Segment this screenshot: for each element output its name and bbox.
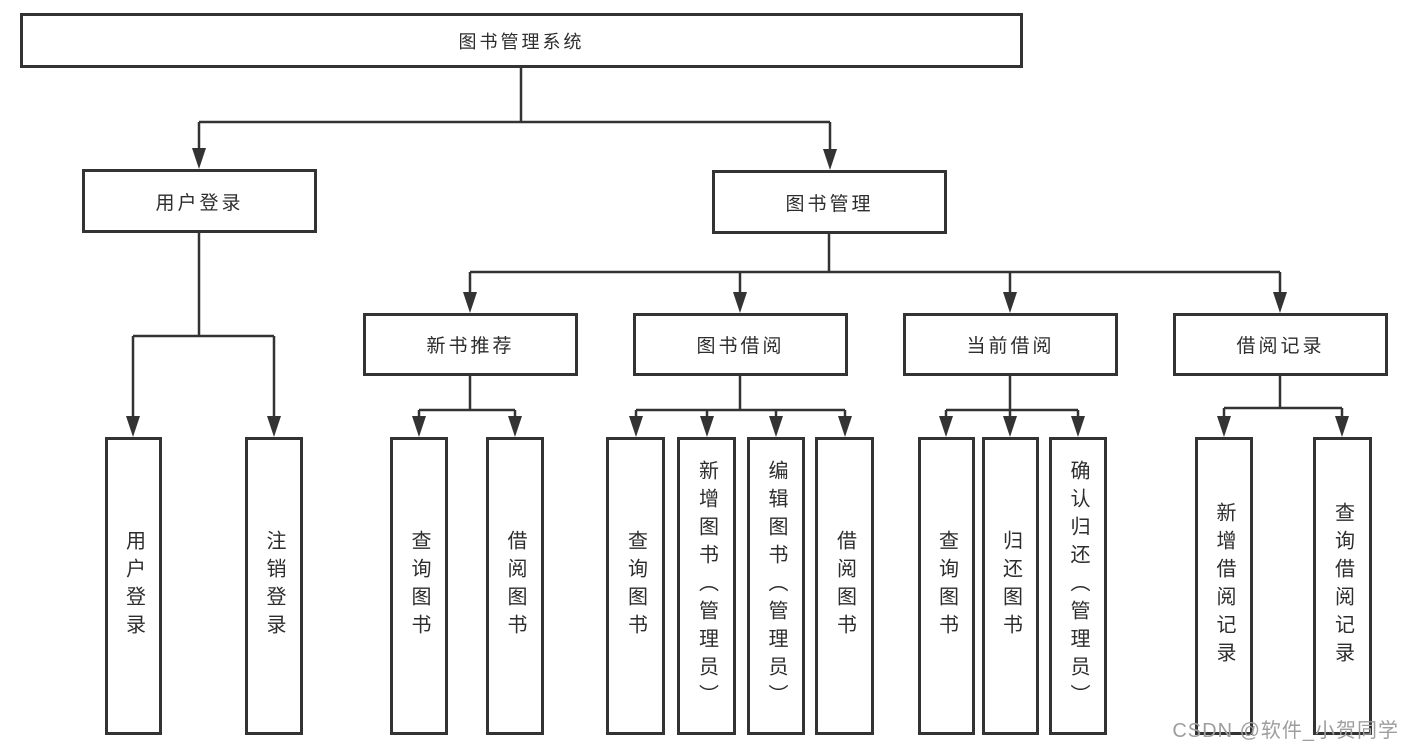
leaf-current-confirm-return-admin-label: 确认归还（管理员）	[1067, 460, 1089, 712]
node-user-login: 用户登录	[82, 169, 317, 233]
leaf-borrow-add-books-admin: 新增图书（管理员）	[677, 437, 736, 735]
node-user-login-label: 用户登录	[155, 192, 244, 214]
node-new-book-recommend-label: 新书推荐	[426, 336, 515, 357]
leaf-recommend-query-books: 查询图书	[390, 437, 448, 735]
node-book-borrow: 图书借阅	[633, 313, 848, 376]
node-borrow-records: 借阅记录	[1173, 313, 1388, 376]
node-library-management-system-label: 图书管理系统	[458, 31, 585, 52]
leaf-query-borrow-records-label: 查询借阅记录	[1331, 502, 1354, 670]
node-new-book-recommend: 新书推荐	[363, 313, 578, 376]
arrowheads	[126, 148, 1349, 437]
leaf-borrow-query-books: 查询图书	[606, 437, 665, 735]
leaf-add-borrow-record: 新增借阅记录	[1195, 437, 1253, 735]
node-current-borrow-label: 当前借阅	[966, 336, 1055, 357]
leaf-borrow-query-books-label: 查询图书	[624, 530, 647, 642]
node-current-borrow: 当前借阅	[903, 313, 1118, 376]
leaf-current-query-books-label: 查询图书	[935, 530, 958, 642]
leaf-user-login-label: 用户登录	[122, 530, 145, 642]
node-borrow-records-label: 借阅记录	[1236, 336, 1325, 357]
leaf-borrow-borrow-books: 借阅图书	[815, 437, 874, 735]
leaf-recommend-borrow-books-label: 借阅图书	[504, 530, 526, 642]
leaf-borrow-add-books-admin-label: 新增图书（管理员）	[695, 460, 718, 712]
leaf-add-borrow-record-label: 新增借阅记录	[1213, 502, 1235, 670]
leaf-current-return-books: 归还图书	[982, 437, 1039, 735]
leaf-borrow-borrow-books-label: 借阅图书	[833, 530, 856, 642]
leaf-current-query-books: 查询图书	[918, 437, 975, 735]
leaf-query-borrow-records: 查询借阅记录	[1313, 437, 1372, 735]
leaf-logout: 注销登录	[245, 437, 303, 735]
leaf-borrow-edit-books-admin: 编辑图书（管理员）	[747, 437, 805, 735]
node-book-management: 图书管理	[712, 170, 947, 234]
leaf-recommend-borrow-books: 借阅图书	[486, 437, 544, 735]
node-library-management-system: 图书管理系统	[20, 13, 1023, 68]
leaf-borrow-edit-books-admin-label: 编辑图书（管理员）	[765, 460, 787, 712]
node-book-management-label: 图书管理	[785, 193, 874, 215]
leaf-recommend-query-books-label: 查询图书	[408, 530, 430, 642]
leaf-logout-label: 注销登录	[263, 530, 285, 642]
csdn-watermark: CSDN @软件_小贺同学	[1172, 720, 1399, 742]
leaf-current-return-books-label: 归还图书	[999, 530, 1022, 642]
leaf-current-confirm-return-admin: 确认归还（管理员）	[1049, 437, 1107, 735]
leaf-user-login: 用户登录	[105, 437, 162, 735]
node-book-borrow-label: 图书借阅	[696, 336, 785, 357]
